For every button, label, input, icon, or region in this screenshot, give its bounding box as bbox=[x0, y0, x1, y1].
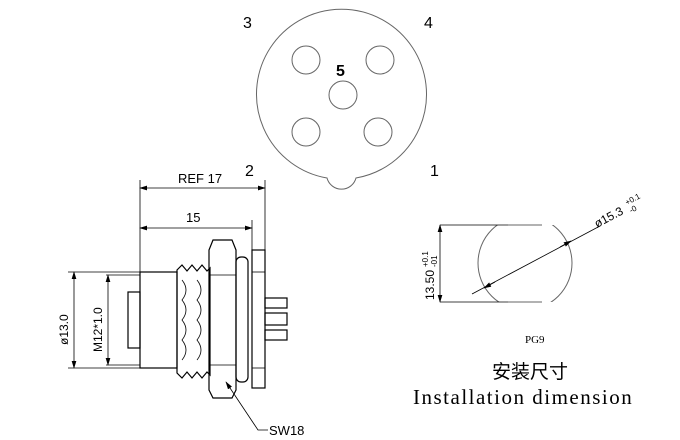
cutout-diameter-label: ø15.3 +0.1 -0 bbox=[592, 191, 642, 231]
pin-label-4: 4 bbox=[424, 15, 433, 32]
pin-2 bbox=[291, 117, 321, 147]
pin-1 bbox=[363, 117, 393, 147]
wrench-leader bbox=[225, 381, 268, 431]
pin-label-5: 5 bbox=[336, 63, 345, 80]
diameter-dimension-label: ø13.0 bbox=[57, 314, 71, 345]
side-view: REF 17 15 ø13.0 M12*1.0 SW18 bbox=[57, 171, 304, 438]
pin-5 bbox=[328, 80, 358, 110]
key-slot bbox=[127, 291, 141, 349]
pin-face-view: 1 2 3 4 5 bbox=[243, 8, 439, 190]
cutout-height-label: 13.50 +0.1 -01 bbox=[421, 251, 439, 300]
pin-3 bbox=[291, 45, 321, 75]
connector-face-outline bbox=[256, 8, 427, 190]
thread-dimension-label: M12*1.0 bbox=[91, 307, 105, 352]
solder-pins bbox=[264, 297, 288, 341]
thread bbox=[176, 264, 211, 379]
flange bbox=[251, 249, 266, 389]
panel-cutout: 13.50 +0.1 -01 ø15.3 +0.1 -0 PG9 安装尺寸 In… bbox=[413, 191, 642, 409]
svg-text:-0: -0 bbox=[628, 203, 639, 215]
svg-text:-01: -01 bbox=[430, 255, 439, 267]
pin-label-2: 2 bbox=[245, 163, 254, 180]
svg-text:13.50: 13.50 bbox=[423, 270, 437, 300]
installation-title-en: Installation dimension bbox=[413, 385, 633, 409]
washer bbox=[235, 256, 249, 383]
svg-text:+0.1: +0.1 bbox=[421, 251, 430, 267]
cutout-outline bbox=[477, 225, 573, 302]
pin-label-3: 3 bbox=[243, 15, 252, 32]
connector-body bbox=[139, 271, 178, 369]
wrench-size-label: SW18 bbox=[269, 423, 304, 438]
thread-type-label: PG9 bbox=[525, 334, 545, 346]
hex-nut bbox=[208, 239, 237, 399]
pin-label-1: 1 bbox=[430, 163, 439, 180]
ref-dimension-label: REF 17 bbox=[178, 171, 222, 186]
pin-4 bbox=[365, 45, 395, 75]
svg-text:ø15.3: ø15.3 bbox=[592, 204, 626, 231]
installation-title-cn: 安装尺寸 bbox=[492, 361, 568, 383]
length-dimension-label: 15 bbox=[186, 210, 200, 225]
